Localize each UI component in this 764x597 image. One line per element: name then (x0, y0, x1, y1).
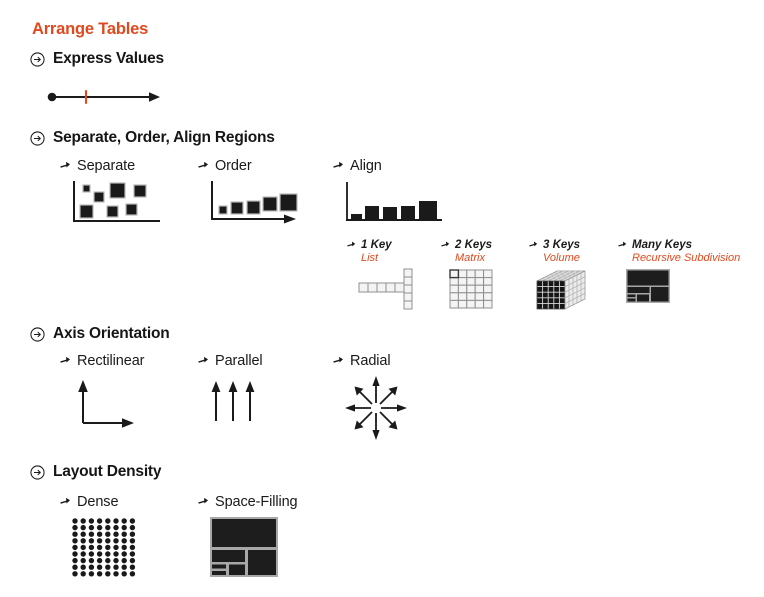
key-header: Many Keys (618, 239, 740, 251)
sub-item-header: Parallel (198, 353, 266, 369)
sub-item-align[interactable]: Align (333, 158, 445, 226)
circled-arrow-right-icon (30, 464, 45, 480)
key-sublabel: List (361, 252, 379, 264)
art-scatter-squares (72, 180, 162, 227)
key-column-many-keys[interactable]: Many Keys Recursive Subdivision (618, 239, 740, 303)
key-sublabel: Matrix (455, 252, 485, 264)
key-label: Many Keys (632, 239, 693, 251)
sub-item-header: Dense (60, 494, 137, 510)
sub-item-space-filling[interactable]: Space-Filling (198, 494, 298, 577)
art-volume-cube (535, 269, 591, 315)
arrow-right-icon (333, 356, 343, 363)
key-column-two-keys[interactable]: 2 Keys Matrix (441, 239, 495, 309)
section-label: Express Values (53, 50, 164, 67)
sub-item-header: Rectilinear (60, 353, 145, 369)
art-parallel-arrows (210, 377, 266, 423)
sub-item-label: Order (215, 158, 252, 174)
sub-item-label: Parallel (215, 353, 263, 369)
arrow-right-icon (198, 356, 208, 363)
key-sublabel: Volume (543, 252, 580, 264)
sub-item-label: Rectilinear (77, 353, 145, 369)
arrow-right-icon (347, 241, 356, 247)
art-recursive-subdivision (626, 269, 740, 303)
art-dot-grid (71, 517, 137, 579)
circled-arrow-right-icon (30, 51, 45, 67)
arrow-right-icon (529, 241, 538, 247)
sub-item-header: Order (198, 158, 302, 174)
sub-item-separate[interactable]: Separate (60, 158, 162, 227)
section-header-layout-density: Layout Density (30, 463, 162, 481)
sub-item-rectilinear[interactable]: Rectilinear (60, 353, 145, 428)
arrow-right-icon (60, 497, 70, 504)
art-matrix-grid (449, 269, 495, 309)
sub-item-label: Space-Filling (215, 494, 298, 510)
sub-item-dense[interactable]: Dense (60, 494, 137, 579)
sub-item-label: Radial (350, 353, 391, 369)
key-header: 3 Keys (529, 239, 591, 251)
art-number-line-with-tick (46, 86, 166, 108)
key-label: 1 Key (361, 239, 392, 251)
section-label: Separate, Order, Align Regions (53, 129, 275, 146)
sub-item-label: Dense (77, 494, 119, 510)
section-label: Layout Density (53, 463, 162, 480)
key-label: 3 Keys (543, 239, 581, 251)
key-column-three-keys[interactable]: 3 Keys Volume (529, 239, 591, 315)
key-label: 2 Keys (455, 239, 493, 251)
sub-item-parallel[interactable]: Parallel (198, 353, 266, 423)
section-header-axis-orientation: Axis Orientation (30, 325, 170, 343)
page-title: Arrange Tables (32, 20, 149, 38)
arrow-right-icon (60, 161, 70, 168)
sub-item-header: Align (333, 158, 445, 174)
arrow-right-icon (618, 241, 627, 247)
art-list-cells (347, 268, 413, 310)
art-ordered-squares (210, 180, 302, 227)
art-aligned-bars (345, 180, 445, 226)
sub-item-label: Separate (77, 158, 136, 174)
section-header-express-values: Express Values (30, 50, 164, 68)
arrow-right-icon (60, 356, 70, 363)
art-treemap (210, 517, 298, 577)
arrow-right-icon (198, 497, 208, 504)
art-radial-arrows (341, 374, 411, 442)
key-column-one-key[interactable]: 1 Key List (347, 239, 413, 310)
sub-item-header: Radial (333, 353, 411, 369)
circled-arrow-right-icon (30, 326, 45, 342)
section-header-separate-order-align: Separate, Order, Align Regions (30, 129, 275, 147)
circled-arrow-right-icon (30, 130, 45, 146)
sub-item-header: Separate (60, 158, 162, 174)
arrow-right-icon (441, 241, 450, 247)
art-rectilinear-axes (75, 377, 145, 428)
arrow-right-icon (333, 161, 343, 168)
sub-item-order[interactable]: Order (198, 158, 302, 227)
arrow-right-icon (198, 161, 208, 168)
section-label: Axis Orientation (53, 325, 170, 342)
sub-item-header: Space-Filling (198, 494, 298, 510)
key-header: 2 Keys (441, 239, 495, 251)
sub-item-radial[interactable]: Radial (333, 353, 411, 442)
sub-item-label: Align (350, 158, 382, 174)
key-header: 1 Key (347, 239, 413, 251)
key-sublabel: Recursive Subdivision (632, 252, 741, 264)
